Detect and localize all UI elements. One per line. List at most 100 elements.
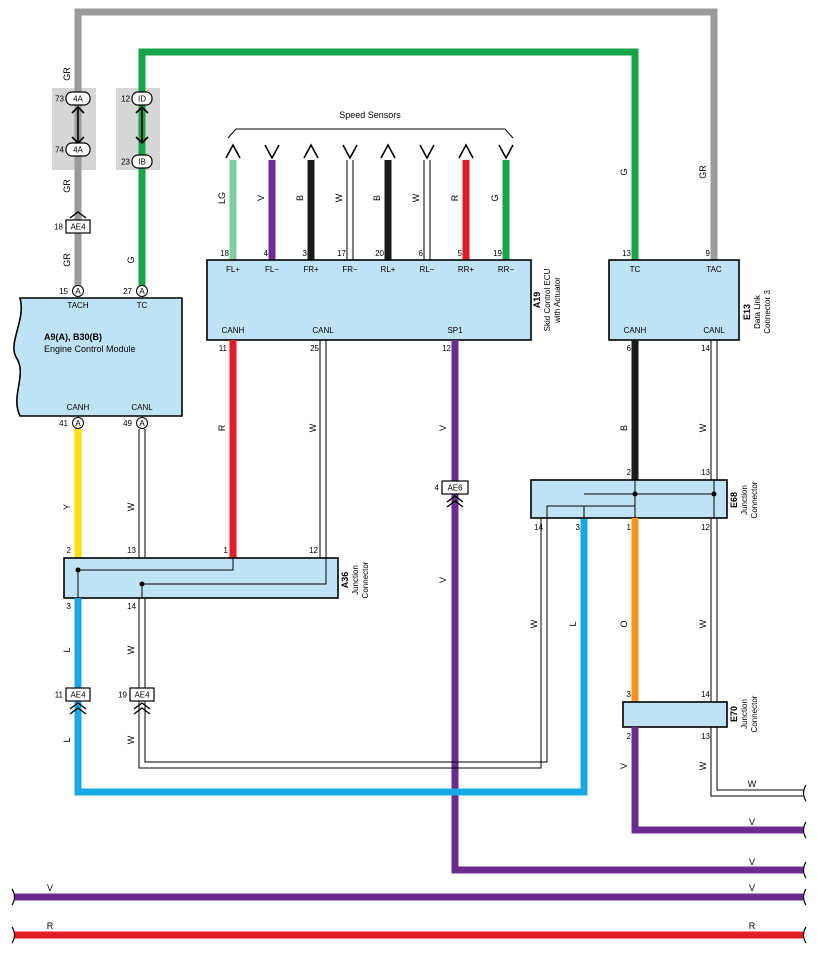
wire-label-r-bottom-left: R bbox=[47, 921, 54, 931]
svg-text:E68: E68 bbox=[729, 492, 739, 508]
svg-text:A36: A36 bbox=[340, 572, 350, 589]
skid-label-4: FL− bbox=[265, 265, 279, 274]
skid-pin-18: 18 bbox=[220, 249, 229, 258]
wire-label-b-dlc: B bbox=[619, 425, 629, 431]
connector-4a-top: 4A 73 bbox=[55, 91, 91, 106]
skid-pin-19: 19 bbox=[493, 249, 502, 258]
dlc-label-canh: CANH bbox=[624, 326, 647, 335]
ecm-title: A9(A), B30(B) bbox=[44, 332, 102, 342]
junction-connector-e68 bbox=[530, 479, 728, 519]
svg-text:12: 12 bbox=[121, 95, 130, 104]
e68-pin-1: 1 bbox=[627, 523, 632, 532]
connector-ae4-l: AE4 11 bbox=[55, 687, 91, 715]
a36-pin-14: 14 bbox=[127, 602, 136, 611]
a36-pin-12: 12 bbox=[309, 546, 318, 555]
ecm-pin-49-canl: A 49 bbox=[123, 417, 148, 429]
wire-label-y: Y bbox=[62, 504, 72, 510]
skid-pin-12: 12 bbox=[442, 344, 451, 353]
junction-connector-e70 bbox=[622, 701, 728, 728]
e68-name: E68 Junction Connector bbox=[729, 481, 759, 518]
connector-ae6: AE6 4 bbox=[435, 480, 469, 508]
svg-text:AE4: AE4 bbox=[134, 691, 150, 700]
wire-label-gr-3: GR bbox=[62, 253, 72, 267]
skid-pin-4: 4 bbox=[264, 249, 269, 258]
speed-sensor-wire-fl-plus: LG bbox=[217, 143, 241, 260]
svg-text:Junction: Junction bbox=[740, 485, 749, 515]
dlc-name: E13 Data Link Connector 3 bbox=[742, 290, 772, 334]
svg-text:Connector 3: Connector 3 bbox=[763, 290, 772, 334]
ecm-pin-41-canh: A 41 bbox=[59, 417, 84, 429]
svg-text:AE6: AE6 bbox=[447, 484, 463, 493]
svg-text:23: 23 bbox=[121, 158, 130, 167]
svg-text:E13: E13 bbox=[742, 304, 752, 320]
svg-text:W: W bbox=[411, 193, 421, 202]
wire-label-w-e68-e70: W bbox=[698, 619, 708, 628]
wire-label-w-right: W bbox=[748, 779, 757, 789]
a36-name: A36 Junction Connector bbox=[340, 561, 370, 598]
svg-text:W: W bbox=[334, 193, 344, 202]
wire-label-w-dlc: W bbox=[698, 423, 708, 432]
connector-ib: IB 23 bbox=[121, 154, 153, 169]
skid-label-canh: CANH bbox=[222, 326, 245, 335]
e68-pin-12: 12 bbox=[701, 523, 710, 532]
wire-w-ecm-canl bbox=[138, 429, 146, 558]
dlc-label-tc: TC bbox=[630, 265, 641, 274]
svg-text:Junction: Junction bbox=[351, 565, 360, 595]
wire-label-v-right-1: V bbox=[749, 817, 755, 827]
skid-label-18: FL+ bbox=[226, 265, 240, 274]
ecm-label-tc: TC bbox=[137, 301, 148, 310]
svg-text:27: 27 bbox=[123, 287, 132, 296]
wire-label-r-bottom-right: R bbox=[749, 921, 756, 931]
speed-sensor-wire-rr-minus: G bbox=[490, 144, 514, 260]
svg-text:V: V bbox=[256, 195, 266, 201]
wire-label-gr-dlc: GR bbox=[698, 165, 708, 179]
svg-text:41: 41 bbox=[59, 419, 68, 428]
speed-sensors-label: Speed Sensors bbox=[339, 110, 401, 120]
svg-text:AE4: AE4 bbox=[70, 223, 86, 232]
dlc-label-tac: TAC bbox=[706, 265, 722, 274]
svg-text:73: 73 bbox=[55, 95, 64, 104]
svg-text:IB: IB bbox=[138, 158, 146, 167]
ecm-pin-15-tach: A 15 bbox=[59, 285, 84, 297]
svg-text:Connector: Connector bbox=[750, 695, 759, 732]
e70-pin-13: 13 bbox=[701, 732, 710, 741]
wire-label-o: O bbox=[619, 620, 629, 627]
wire-label-l-a36: L bbox=[62, 647, 72, 652]
svg-text:LG: LG bbox=[217, 192, 227, 204]
skid-label-sp1: SP1 bbox=[447, 326, 463, 335]
skid-label-17: FR− bbox=[342, 265, 358, 274]
wire-label-gr-1: GR bbox=[62, 67, 72, 81]
svg-text:Data Link: Data Link bbox=[753, 294, 762, 329]
skid-pin-3: 3 bbox=[303, 249, 308, 258]
wire-label-r-skid: R bbox=[217, 424, 227, 431]
wire-label-w-a36: W bbox=[126, 645, 136, 654]
skid-pin-5: 5 bbox=[458, 249, 463, 258]
connector-ae4-w: AE4 19 bbox=[118, 687, 155, 715]
skid-ecu-name: A19 Skid Control ECU with Actuator bbox=[532, 268, 562, 331]
wire-v-sp1 bbox=[451, 340, 803, 874]
data-link-connector-3 bbox=[608, 259, 740, 341]
svg-text:18: 18 bbox=[54, 223, 63, 232]
svg-text:15: 15 bbox=[59, 287, 68, 296]
wire-label-w-ae4: W bbox=[126, 735, 136, 744]
svg-text:4A: 4A bbox=[73, 146, 83, 155]
ecm-subtitle: Engine Control Module bbox=[44, 344, 136, 354]
svg-text:AE4: AE4 bbox=[70, 691, 86, 700]
svg-text:Connector: Connector bbox=[361, 561, 370, 598]
svg-text:11: 11 bbox=[55, 691, 64, 700]
speed-sensors-bracket bbox=[227, 128, 514, 139]
ecm-label-tach: TACH bbox=[67, 301, 88, 310]
wire-v-e70 bbox=[631, 727, 803, 834]
svg-text:G: G bbox=[490, 194, 500, 201]
dlc-pin-14: 14 bbox=[701, 344, 710, 353]
ecm-label-canl: CANL bbox=[131, 403, 153, 412]
svg-text:ID: ID bbox=[138, 95, 146, 104]
svg-text:E70: E70 bbox=[729, 706, 739, 722]
svg-text:Skid Control ECU: Skid Control ECU bbox=[543, 268, 552, 331]
a36-pin-3: 3 bbox=[67, 602, 72, 611]
wire-label-v-right-2: V bbox=[749, 857, 755, 867]
skid-pin-17: 17 bbox=[337, 249, 346, 258]
skid-label-3: FR+ bbox=[303, 265, 319, 274]
